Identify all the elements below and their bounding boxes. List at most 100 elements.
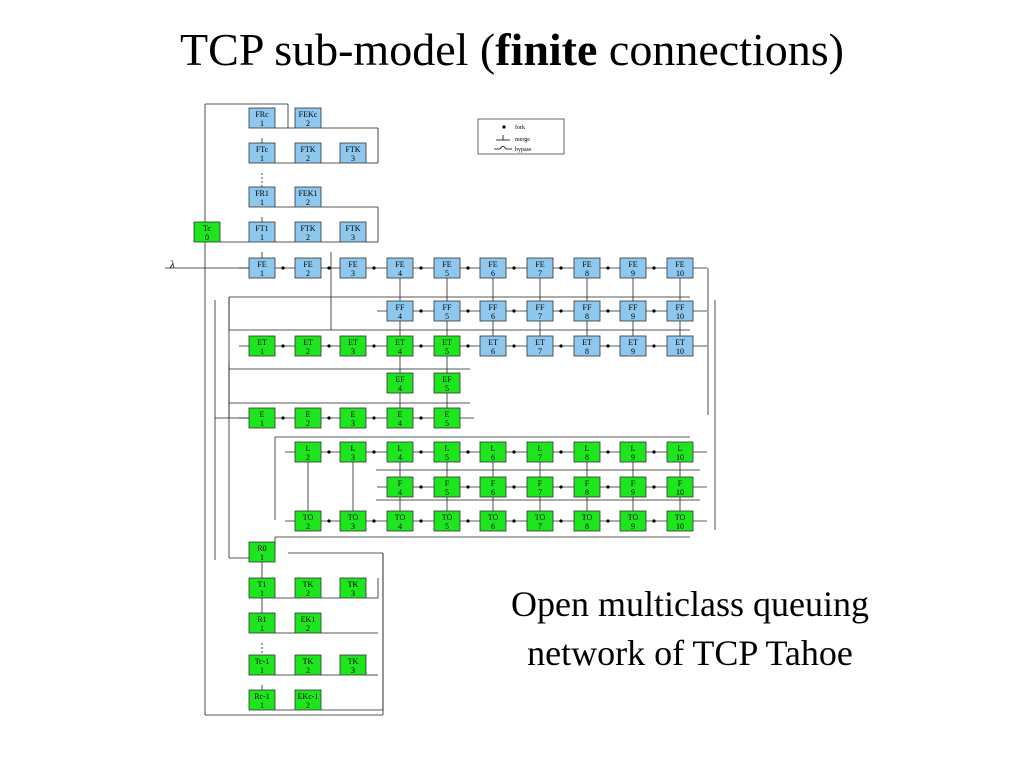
queue-node-name: FT1: [255, 224, 268, 233]
queue-node-index: 8: [585, 269, 589, 278]
queue-node-index: 1: [260, 701, 264, 710]
queue-node-box: [386, 300, 414, 322]
queue-node-box: [526, 476, 554, 498]
queue-node-name: EF: [442, 375, 452, 384]
queue-node-et6: ET6: [479, 335, 507, 357]
queue-node-l7: L7: [526, 441, 554, 463]
queue-node-name: E: [351, 410, 356, 419]
queue-node-l3: L3: [339, 441, 367, 463]
fork-dot: [466, 450, 470, 454]
queue-node-index: 4: [398, 384, 402, 393]
queue-node-name: R1: [257, 615, 266, 624]
queue-node-name: E: [398, 410, 403, 419]
queue-node-box: [666, 510, 694, 532]
queue-node-fe3: FE3: [339, 257, 367, 279]
fork-dot: [559, 309, 563, 313]
queue-node-index: 2: [306, 624, 310, 633]
queue-node-box: [573, 476, 601, 498]
queue-node-box: [619, 476, 647, 498]
queue-node-name: FE: [675, 260, 684, 269]
queue-node-box: [526, 441, 554, 463]
queue-node-box: [666, 257, 694, 279]
queue-node-name: EK1: [301, 615, 316, 624]
queue-node-f6: F6: [479, 476, 507, 498]
queue-node-box: [666, 476, 694, 498]
queue-node-index: 9: [631, 269, 635, 278]
queue-node-et8: ET8: [573, 335, 601, 357]
queue-node-index: 10: [676, 347, 684, 356]
fork-dot: [281, 266, 285, 270]
queue-node-name: ET: [303, 338, 313, 347]
queue-node-box: [339, 407, 367, 429]
queue-node-e3: E3: [339, 407, 367, 429]
queue-node-box: [294, 441, 322, 463]
queue-node-index: 1: [260, 347, 264, 356]
queue-node-index: 2: [306, 701, 310, 710]
legend: fork merge bypass: [477, 118, 565, 155]
fork-dot: [512, 309, 516, 313]
fork-dot: [419, 519, 423, 523]
network-wires: [165, 103, 716, 716]
queue-node-index: 4: [398, 419, 402, 428]
queue-node-box: [433, 300, 461, 322]
queue-node-f10: F10: [666, 476, 694, 498]
fork-dot: [652, 519, 656, 523]
queue-node-box: [619, 335, 647, 357]
queue-node-name: FE: [582, 260, 591, 269]
queue-node-index: 2: [306, 233, 310, 242]
queue-node-box: [386, 372, 414, 394]
queue-node-box: [666, 441, 694, 463]
queue-node-index: 3: [351, 419, 355, 428]
queue-node-index: 7: [538, 312, 542, 321]
queue-node-fe6: FE6: [479, 257, 507, 279]
queue-node-box: [248, 541, 276, 563]
queue-node-box: [479, 441, 507, 463]
queue-node-box: [573, 300, 601, 322]
queue-node-f7: F7: [526, 476, 554, 498]
queue-node-name: TK: [303, 580, 314, 589]
fork-dot: [652, 266, 656, 270]
queue-node-box: [386, 441, 414, 463]
queue-node-name: ET: [535, 338, 545, 347]
queue-node-ef5: EF5: [433, 372, 461, 394]
queue-node-index: 2: [306, 666, 310, 675]
queue-node-index: 1: [260, 553, 264, 562]
queue-node-box: [386, 257, 414, 279]
queue-node-box: [339, 221, 367, 243]
queue-node-box: [248, 186, 276, 208]
queue-node-name: TK: [303, 657, 314, 666]
queue-node-f9: F9: [619, 476, 647, 498]
queue-node-name: FTK: [345, 224, 360, 233]
queue-node-index: 2: [306, 198, 310, 207]
queue-node-et1: ET1: [248, 335, 276, 357]
queue-node-index: 4: [398, 269, 402, 278]
queue-node-index: 3: [351, 666, 355, 675]
queue-node-name: FE: [628, 260, 637, 269]
queue-node-box: [248, 689, 276, 711]
queue-node-index: 1: [260, 119, 264, 128]
queue-node-index: 4: [398, 312, 402, 321]
title-prefix: TCP sub-model (: [180, 24, 496, 75]
legend-fork-icon: [502, 125, 506, 129]
queue-node-box: [526, 335, 554, 357]
fork-dot: [281, 344, 285, 348]
queue-node-box: [619, 441, 647, 463]
queue-node-et4: ET4: [386, 335, 414, 357]
queue-node-name: R0: [257, 544, 266, 553]
queue-node-fe2: FE2: [294, 257, 322, 279]
queue-node-tk13: TK3: [339, 577, 367, 599]
queue-node-index: 4: [398, 453, 402, 462]
queue-node-index: 1: [260, 198, 264, 207]
queue-node-ff8: FF8: [573, 300, 601, 322]
queue-node-to6: TO6: [479, 510, 507, 532]
queue-node-tk12: TK2: [294, 577, 322, 599]
queue-node-box: [526, 300, 554, 322]
fork-dot: [327, 519, 331, 523]
fork-dot: [466, 344, 470, 348]
